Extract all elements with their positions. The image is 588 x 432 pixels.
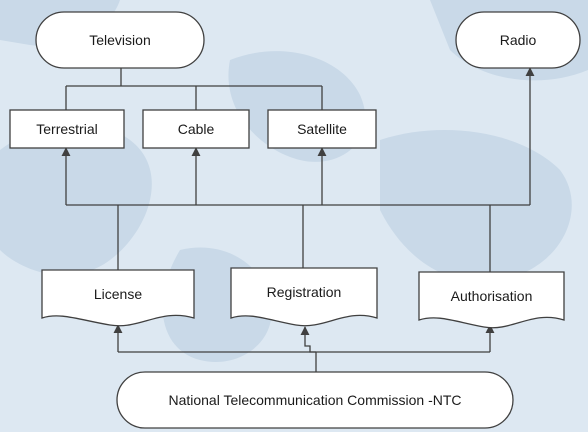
registration-label: Registration [266,284,342,300]
ntc-label: National Telecommunication Commission -N… [168,392,462,408]
authorisation-node-shape [418,271,565,329]
registration-node-shape [230,267,378,327]
radio-node-shape [455,11,581,69]
terrestrial-label: Terrestrial [36,121,98,137]
television-label: Television [89,32,151,48]
satellite-node-shape [267,109,377,149]
document-to-media-connectors [61,67,535,272]
cable-node-shape [142,109,250,149]
license-label: License [93,286,143,302]
ntc-node: National Telecommunication Commission -N… [117,372,513,428]
tv-branch-connectors [65,68,323,110]
satellite-node: Satellite [268,110,376,148]
registration-node: Registration [231,268,377,316]
ntc-to-document-connectors [113,324,495,372]
authorisation-label: Authorisation [450,288,533,304]
license-node: License [42,270,194,318]
cable-node: Cable [143,110,249,148]
satellite-label: Satellite [297,121,347,137]
television-node-shape [35,11,205,69]
terrestrial-node-shape [9,109,125,149]
ntc-node-shape [116,371,514,429]
authorisation-node: Authorisation [419,272,564,320]
radio-label: Radio [499,32,537,48]
terrestrial-node: Terrestrial [10,110,124,148]
radio-node: Radio [456,12,580,68]
license-node-shape [41,269,195,327]
cable-label: Cable [177,121,215,137]
television-node: Television [36,12,204,68]
